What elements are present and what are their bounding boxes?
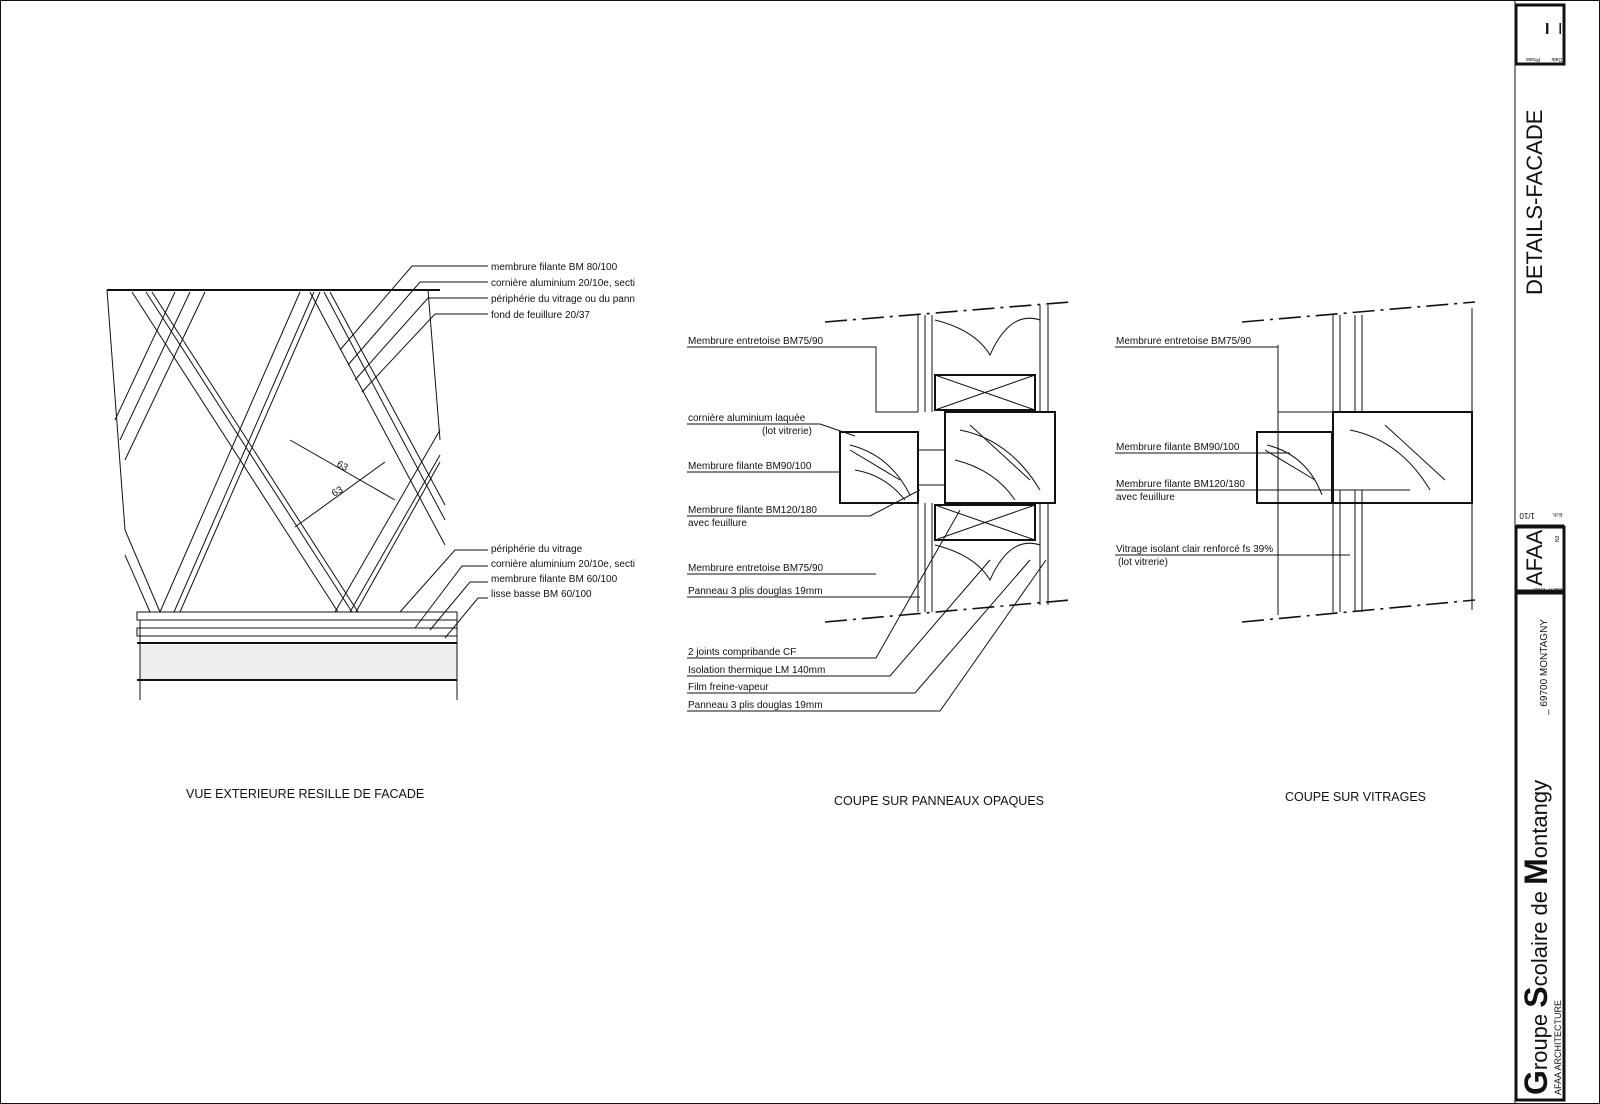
project-initial: M bbox=[1518, 858, 1554, 885]
annotation-label: avec feuillure bbox=[1116, 492, 1175, 503]
concrete-hatch bbox=[140, 645, 457, 680]
project-word: roupe bbox=[1527, 1008, 1552, 1070]
index-code: N3 bbox=[1555, 535, 1561, 542]
opaque-panel-section: Membrure entretoise BM75/90 cornière alu… bbox=[687, 301, 1071, 808]
annotation-label: membrure filante BM 80/100 bbox=[491, 262, 618, 273]
spacer-beam bbox=[934, 374, 1036, 411]
view-caption: COUPE SUR PANNEAUX OPAQUES bbox=[834, 794, 1044, 808]
glazing-section: Membrure entretoise BM75/90 Membrure fil… bbox=[1115, 301, 1476, 804]
annotation-label: cornière aluminium 20/10e, secti bbox=[491, 559, 635, 570]
annotation-label: Isolation thermique LM 140mm bbox=[688, 665, 825, 676]
doc-label: Doc n° bbox=[1547, 586, 1562, 592]
annotation-label: cornière aluminium laquée bbox=[688, 413, 806, 424]
annotation-label: Membrure entretoise BM75/90 bbox=[688, 563, 824, 574]
annotation-label: Vitrage isolant clair renforcé fs 39% bbox=[1116, 544, 1273, 555]
exterior-lattice-view: 63 63 membrure filante BM 80/100 cornièr… bbox=[106, 262, 635, 801]
annotation-label: fond de feuillure 20/37 bbox=[491, 310, 590, 321]
architect-name: AFAA ARCHITECTURE bbox=[1553, 1000, 1563, 1095]
phase-label: Phase bbox=[1526, 56, 1540, 62]
annotation-label: lisse basse BM 60/100 bbox=[491, 589, 592, 600]
project-address: _ 69700 MONTAGNY bbox=[1539, 619, 1550, 716]
annotation-label: cornière aluminium 20/10e, secti bbox=[491, 278, 635, 289]
dimension-label: 63 bbox=[330, 484, 346, 499]
spacer-beam bbox=[934, 504, 1036, 541]
annotation-label: Panneau 3 plis douglas 19mm bbox=[688, 700, 823, 711]
annotation-label: (lot vitrerie) bbox=[762, 426, 812, 437]
annotation-label: périphérie du vitrage ou du pann bbox=[491, 294, 635, 305]
project-initial: G bbox=[1518, 1070, 1554, 1095]
view-caption: COUPE SUR VITRAGES bbox=[1285, 790, 1426, 804]
annotation-label: Membrure entretoise BM75/90 bbox=[688, 336, 824, 347]
beam-section bbox=[1332, 411, 1473, 504]
emitter-code: AFAA bbox=[1522, 529, 1547, 586]
annotation-label: Membrure entretoise BM75/90 bbox=[1116, 336, 1252, 347]
date-label: Date bbox=[1551, 56, 1562, 62]
date-value: I bbox=[1558, 21, 1562, 38]
annotation-label: Membrure filante BM90/100 bbox=[1116, 442, 1240, 453]
view-caption: VUE EXTERIEURE RESILLE DE FACADE bbox=[186, 787, 424, 801]
project-initial: S bbox=[1518, 986, 1554, 1007]
project-word: colaire de bbox=[1527, 885, 1552, 987]
scale-value: 1/10 bbox=[1519, 511, 1535, 520]
scale-label: Ech. bbox=[1552, 511, 1562, 517]
annotation-label: membrure filante BM 60/100 bbox=[491, 574, 618, 585]
project-name: Groupe Scolaire de Montangy bbox=[1518, 780, 1554, 1095]
annotation-label: Membrure filante BM120/180 bbox=[688, 505, 817, 516]
project-word: ontangy bbox=[1527, 780, 1552, 858]
phase-value: I bbox=[1545, 21, 1549, 38]
annotation-label: périphérie du vitrage bbox=[491, 544, 583, 555]
title-block: I I Phase Date DETAILS-FACADE 1/10 Ech. … bbox=[1514, 0, 1566, 1104]
emet-label: Emet bbox=[1533, 586, 1545, 592]
annotation-label: avec feuillure bbox=[688, 518, 747, 529]
dimension-label: 63 bbox=[335, 459, 350, 474]
annotation-label: (lot vitrerie) bbox=[1118, 557, 1168, 568]
annotation-label: Panneau 3 plis douglas 19mm bbox=[688, 586, 823, 597]
annotation-label: Membrure filante BM120/180 bbox=[1116, 479, 1245, 490]
annotation-label: Membrure filante BM90/100 bbox=[688, 461, 812, 472]
annotation-label: Film freine-vapeur bbox=[688, 682, 769, 693]
sheet-title: DETAILS-FACADE bbox=[1522, 110, 1547, 295]
beam-section bbox=[944, 411, 1056, 504]
annotation-label: 2 joints compribande CF bbox=[688, 647, 796, 658]
